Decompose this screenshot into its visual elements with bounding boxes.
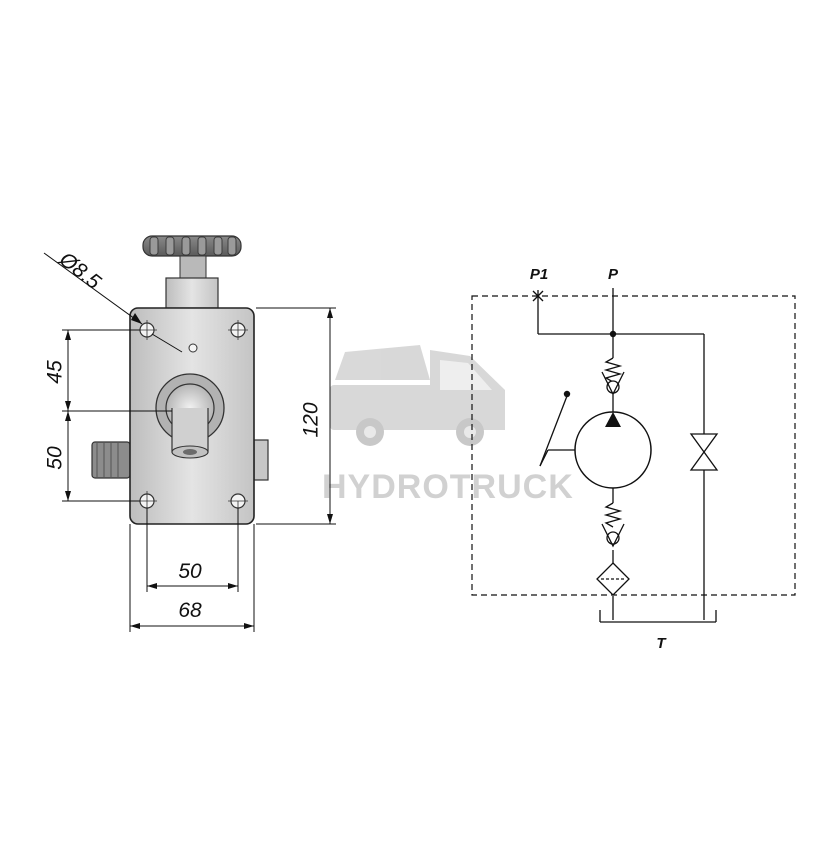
height-total-label: 120 [300,402,323,437]
port-p1-marker [532,290,544,302]
junction-dot [609,330,617,338]
hole-diameter-label: Ø8.5 [54,247,105,294]
watermark: HYDROTRUCK [322,345,574,506]
width-holes-label: 50 [178,560,202,583]
valve-outline-drawing: Ø8.5 45 50 120 50 68 [44,235,336,632]
width-total-label: 68 [178,599,202,622]
port-p1-label: P1 [530,266,548,283]
height-lower-label: 50 [44,446,67,470]
watermark-brand: HYDROTRUCK [322,468,574,506]
side-port-right [253,439,269,481]
height-upper-label: 45 [44,360,67,384]
check-valve-lower-icon [601,502,625,548]
shutoff-valve-icon [689,433,719,471]
truck-logo-icon [330,345,505,446]
schematic-boundary [471,295,796,596]
hydraulic-schematic: P1 P T [471,266,796,652]
handwheel-icon [142,235,242,257]
central-port-icon [155,373,225,459]
port-p-label: P [608,266,619,283]
check-valve-upper-icon [601,357,625,396]
port-t-label: T [656,635,667,652]
side-port-left [91,441,131,479]
filter-icon [596,562,630,596]
hand-pump-icon [539,390,652,489]
